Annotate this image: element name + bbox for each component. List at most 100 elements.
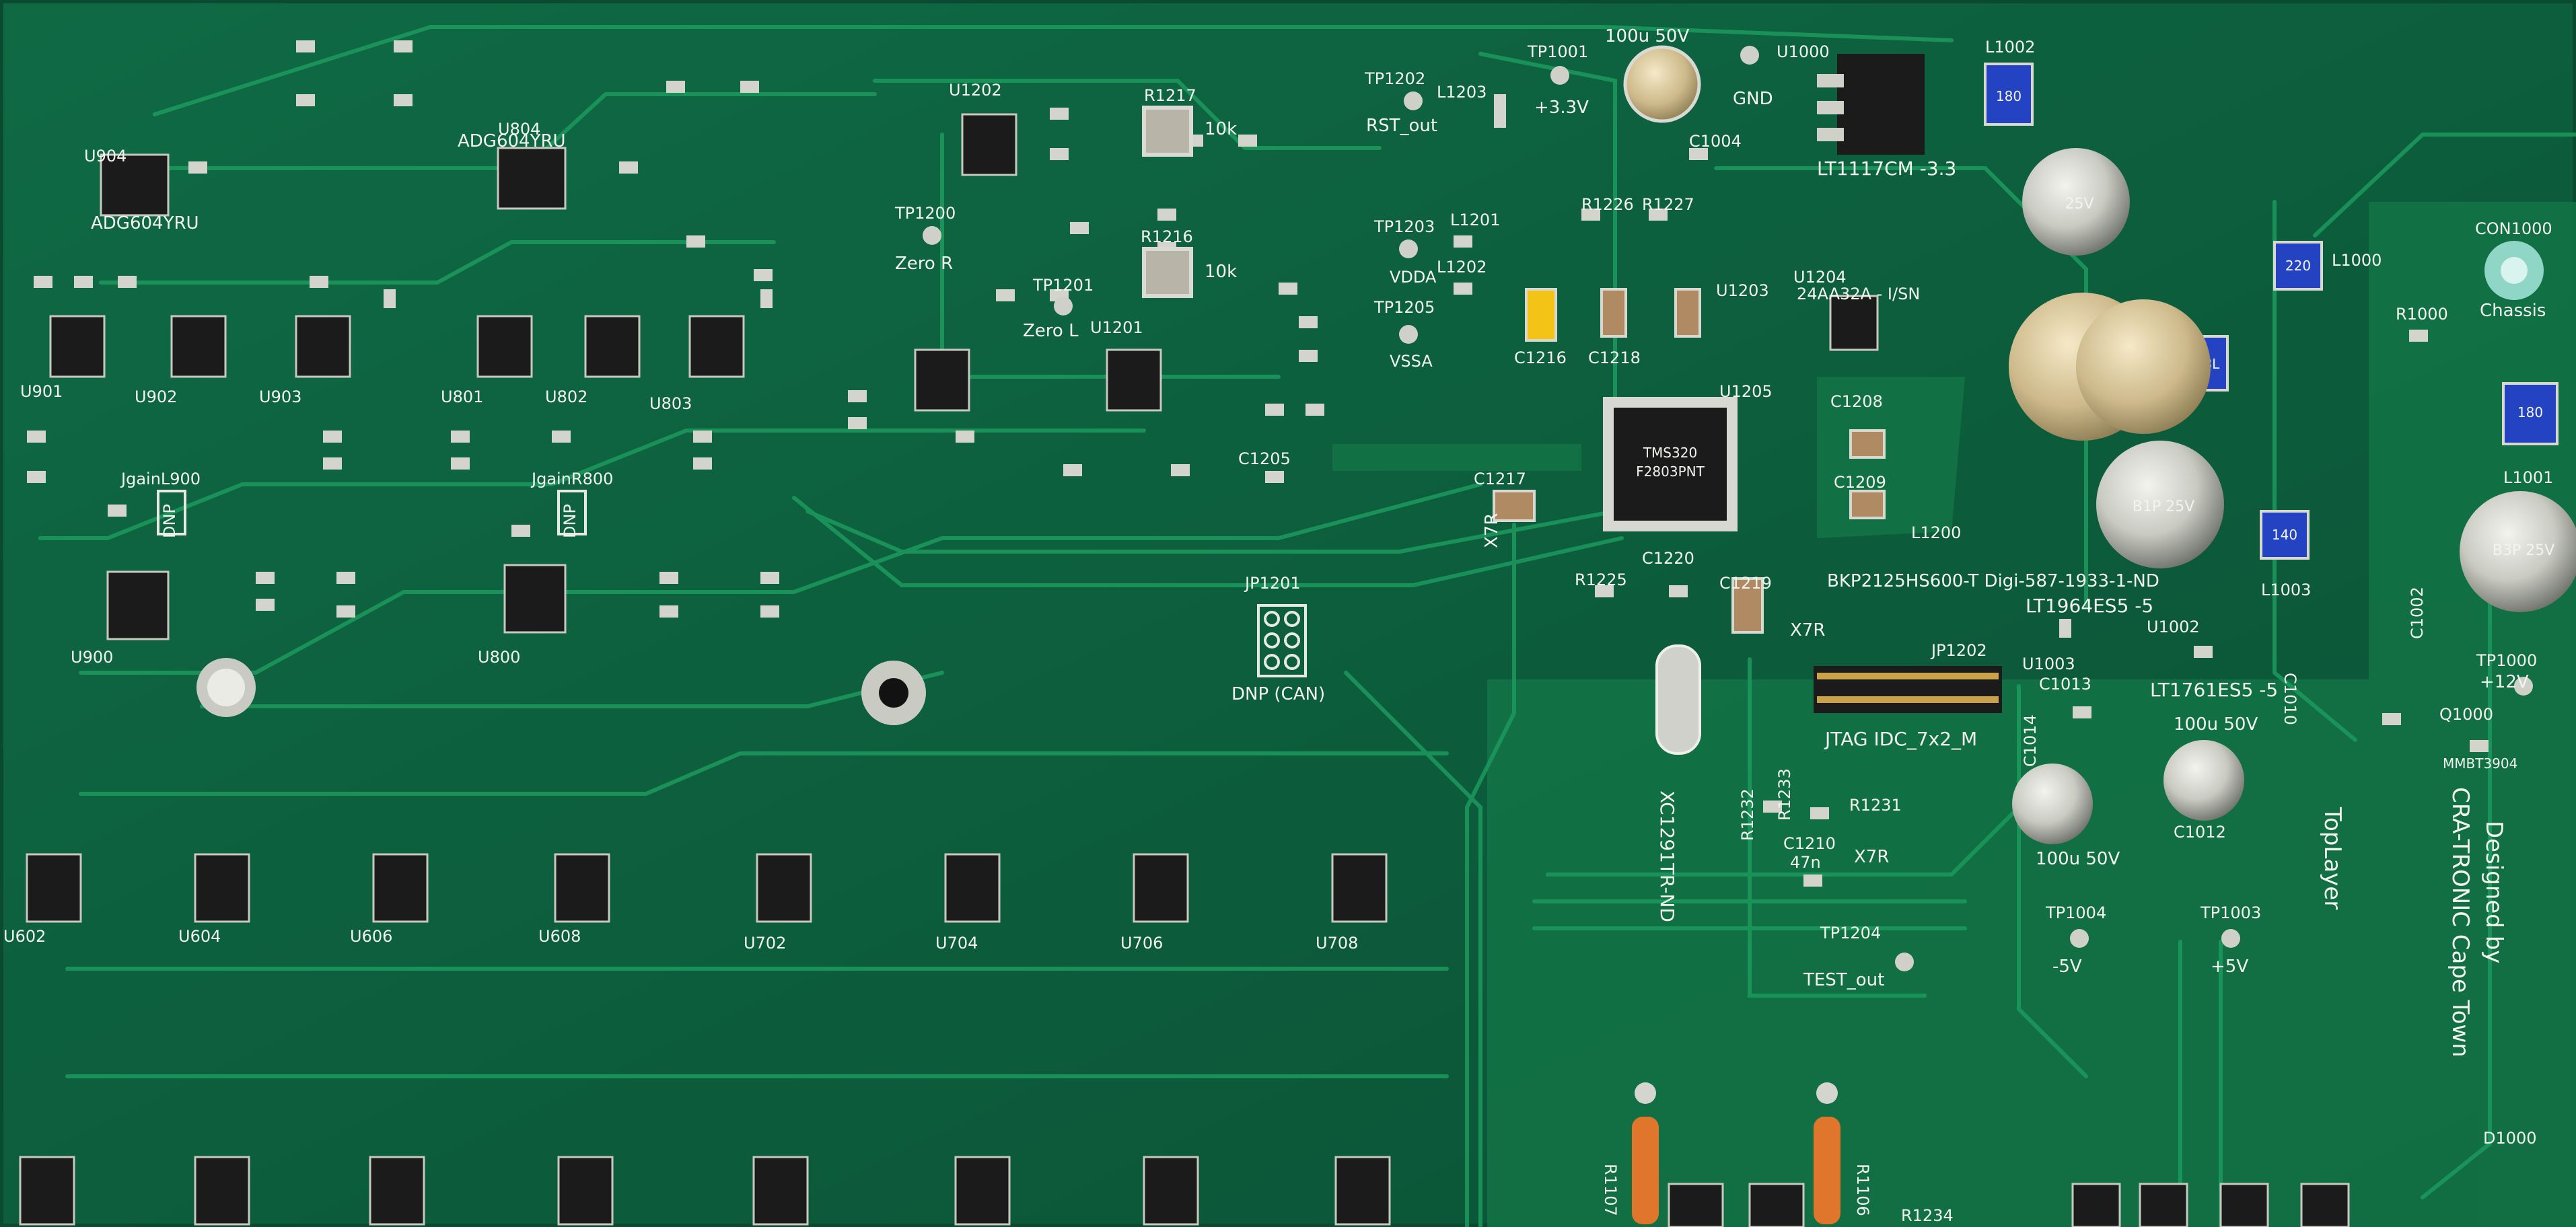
silk-label-jp1201: JP1201	[1244, 574, 1301, 593]
silk-label-c1209: C1209	[1834, 473, 1886, 492]
cap-markings: B1P 25V B3P 25V 25V	[2065, 196, 2554, 559]
silk-label-r1227: R1227	[1642, 195, 1694, 214]
silk-label-adg604_b: ADG604YRU	[458, 131, 566, 151]
silk-label-q1000: Q1000	[2439, 705, 2493, 724]
crystal	[1655, 644, 1701, 755]
silk-label-pad_l1000: 220	[2285, 258, 2311, 274]
silk-label-c1205: C1205	[1238, 449, 1291, 468]
silk-label-c1216: C1216	[1514, 348, 1567, 367]
silk-label-tp1004: TP1004	[2045, 903, 2106, 922]
silk-label-l1000: L1000	[2332, 251, 2382, 270]
silk-label-u608: U608	[538, 927, 581, 946]
silk-label-u802: U802	[545, 387, 587, 406]
silk-label-cap_100u_50v_b: 100u 50V	[2174, 714, 2258, 735]
silk-label-lt1761: LT1761ES5 -5	[2150, 679, 2278, 701]
silk-label-u800: U800	[478, 648, 520, 667]
silk-label-c1210_val: 47n	[1790, 853, 1821, 872]
mcu-label-1: TMS320	[1643, 445, 1697, 461]
silk-label-r1225: R1225	[1575, 570, 1627, 589]
silk-label-r1233: R1233	[1775, 768, 1794, 821]
silk-label-r1234: R1234	[1901, 1206, 1954, 1225]
silk-label-r1232: R1232	[1738, 788, 1757, 841]
silk-label-pad_l1002: 180	[1996, 88, 2022, 104]
silk-label-u803: U803	[649, 394, 692, 413]
silk-label-d1000: D1000	[2483, 1129, 2537, 1148]
silk-label-chassis: Chassis	[2480, 301, 2546, 321]
silk-label-v33: +3.3V	[1534, 98, 1589, 118]
silk-label-lt1964: LT1964ES5 -5	[2026, 595, 2153, 617]
silk-label-tp1003: TP1003	[2200, 903, 2261, 922]
silk-label-c1014: C1014	[2021, 714, 2040, 767]
mcu-chip: TMS320 F2803PNT	[1603, 397, 1738, 531]
silk-label-l1001: L1001	[2503, 468, 2553, 487]
inductors	[1142, 106, 1193, 298]
silk-label-tp1204: TP1204	[1820, 924, 1881, 942]
through-hole-resistors	[1632, 1082, 1840, 1224]
silk-label-cap_b1p_25v: B1P 25V	[2133, 498, 2194, 515]
blue-inductors	[1984, 63, 2559, 560]
silk-label-c1218: C1218	[1588, 348, 1641, 367]
silk-label-jp1202: JP1202	[1930, 641, 1987, 660]
silk-label-u604: U604	[178, 927, 221, 946]
silk-label-bkp: BKP2125HS600-T Digi-587-1933-1-ND	[1827, 571, 2159, 591]
silk-label-u904: U904	[84, 147, 127, 165]
silk-label-r1217_val: 10k	[1205, 119, 1237, 139]
silk-label-c1208: C1208	[1830, 392, 1883, 411]
silk-label-u1204: U1204	[1793, 268, 1847, 287]
silk-label-r1000: R1000	[2396, 305, 2448, 324]
silk-label-c1012: C1012	[2174, 823, 2226, 842]
ceramic-capacitors	[1493, 288, 1886, 634]
silk-label-l1201: L1201	[1450, 211, 1500, 229]
silk-label-r1107: R1107	[1601, 1164, 1620, 1216]
silk-label-r1216: R1216	[1141, 227, 1193, 246]
silk-label-u900: U900	[71, 648, 113, 667]
designed-by-2: CRA-TRONIC Cape Town	[2447, 787, 2474, 1057]
silk-label-u706: U706	[1120, 934, 1163, 953]
silk-label-u903: U903	[259, 387, 301, 406]
silk-label-x7r_2: X7R	[1854, 847, 1889, 867]
silk-label-jtag: JTAG IDC_7x2_M	[1824, 728, 1977, 750]
dnp-jumpers	[157, 490, 587, 535]
silk-label-l1203: L1203	[1437, 83, 1487, 102]
silk-label-cap_b3p_25v: B3P 25V	[2493, 542, 2554, 559]
passive-pads	[27, 40, 2489, 887]
silk-label-u804: U804	[498, 120, 540, 139]
silk-label-u901: U901	[20, 382, 63, 401]
designed-by-1: Designed by	[2480, 821, 2507, 963]
silk-label-zero_l: Zero L	[1023, 321, 1079, 341]
silk-label-con1000: CON1000	[2475, 219, 2552, 238]
silk-label-cap_100u_50v_c: 100u 50V	[2036, 849, 2120, 869]
silk-label-dnp: DNP	[561, 504, 579, 538]
silk-label-c1217: C1217	[1474, 470, 1526, 488]
silk-label-jgain_r: JgainR800	[530, 470, 613, 488]
silk-label-adg604: ADG604YRU	[91, 213, 199, 233]
silk-label-u1002: U1002	[2147, 618, 2200, 636]
silk-label-tp1203: TP1203	[1373, 217, 1435, 236]
silk-label-tp1200: TP1200	[894, 204, 956, 223]
silk-label-x7r: X7R	[1790, 620, 1825, 640]
silk-label-rst_out: RST_out	[1366, 116, 1437, 136]
silk-label-v5p: +5V	[2211, 957, 2248, 977]
silkscreen: Designed by CRA-TRONIC Cape Town TopLaye…	[3, 26, 2553, 1225]
silk-label-l1002: L1002	[1985, 38, 2035, 57]
mounting-holes	[196, 241, 2544, 725]
silk-label-tp1001: TP1001	[1527, 42, 1588, 61]
jp1201-header	[1257, 604, 1307, 677]
silk-label-c1219: C1219	[1719, 574, 1772, 593]
silk-label-u1205: U1205	[1719, 382, 1773, 401]
silk-label-u1201: U1201	[1090, 318, 1143, 337]
jtag-header	[1814, 666, 2002, 713]
silk-label-c1004: C1004	[1689, 132, 1742, 151]
silk-label-dnp: DNP	[160, 504, 179, 538]
electrolytic-capacitors	[1623, 45, 2576, 844]
silk-label-u1003: U1003	[2022, 655, 2075, 673]
silk-label-lt1117: LT1117CM -3.3	[1817, 157, 1956, 180]
silk-label-eeprom: 24AA32A - I/SN	[1797, 285, 1920, 303]
opamp-chips	[19, 113, 2350, 1227]
silk-label-u1000: U1000	[1777, 42, 1830, 61]
silk-label-tp1201: TP1201	[1032, 276, 1094, 295]
silk-label-c1210: C1210	[1783, 834, 1836, 853]
silk-label-test_out: TEST_out	[1803, 970, 1884, 990]
silk-label-c1010: C1010	[2281, 673, 2299, 725]
